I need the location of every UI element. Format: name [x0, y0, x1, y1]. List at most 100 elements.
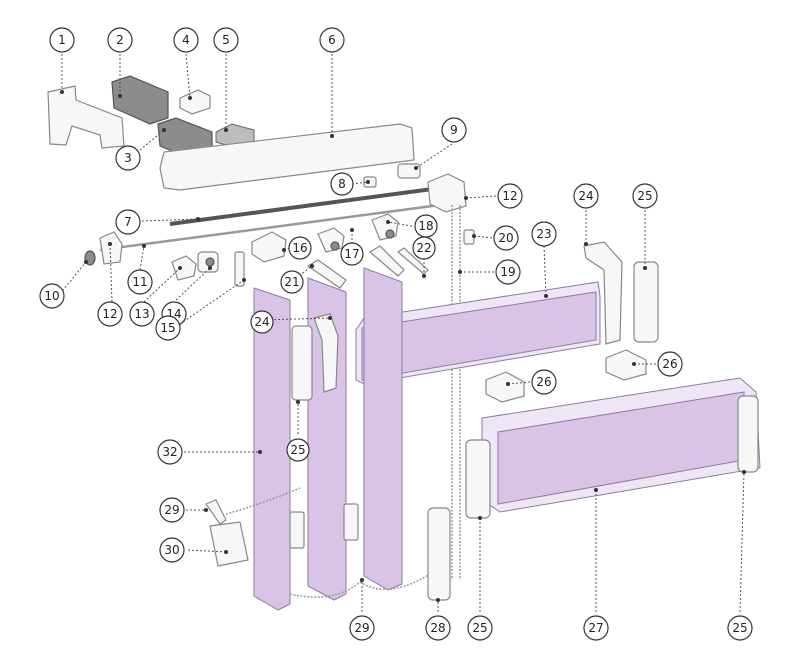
callout-4: 4 [173, 27, 199, 53]
link-part-30 [209, 521, 249, 567]
callout-24-right: 24 [573, 183, 599, 209]
headrail-part-6 [159, 123, 415, 191]
svg-text:13: 13 [134, 307, 149, 321]
rod-part-7 [169, 184, 456, 226]
gearbox-right-12 [427, 173, 467, 213]
svg-text:26: 26 [536, 375, 551, 389]
callout-13: 13 [129, 301, 155, 327]
bracket-part-1 [47, 85, 125, 149]
svg-text:2: 2 [116, 33, 124, 47]
callout-7: 7 [115, 209, 141, 235]
bottom-chain-29b [289, 573, 431, 598]
callout-25-top: 25 [632, 183, 658, 209]
callout-11: 11 [127, 269, 153, 295]
callout-10: 10 [39, 283, 65, 309]
endcap-part-9 [397, 163, 421, 179]
svg-text:12: 12 [102, 307, 117, 321]
svg-text:4: 4 [182, 33, 190, 47]
pull-weight-28 [427, 507, 451, 601]
bead-chain-19 [451, 205, 461, 580]
svg-text:9: 9 [450, 123, 458, 137]
callout-16: 16 [288, 236, 312, 260]
svg-text:25: 25 [472, 621, 487, 635]
svg-text:25: 25 [732, 621, 747, 635]
parts-artwork [47, 75, 761, 611]
shaft-part-11 [99, 203, 441, 252]
bracket-part-2 [111, 75, 169, 125]
hanger-part-24-slat [313, 313, 339, 393]
svg-text:18: 18 [418, 219, 433, 233]
clip-part-13 [171, 255, 197, 281]
svg-text:20: 20 [498, 231, 513, 245]
carrier-part-17 [317, 227, 345, 253]
svg-text:11: 11 [132, 275, 147, 289]
slat-right [363, 267, 403, 591]
callout-20: 20 [493, 225, 519, 251]
bottom-chain-29a [225, 487, 301, 515]
svg-text:32: 32 [162, 445, 177, 459]
clip-part-26-right [605, 349, 647, 381]
svg-text:25: 25 [637, 189, 652, 203]
svg-text:10: 10 [44, 289, 59, 303]
bottom-weight-1 [289, 511, 305, 549]
wheel-hub-14 [205, 257, 215, 267]
svg-text:26: 26 [662, 357, 677, 371]
callout-12-left: 12 [97, 301, 123, 327]
bottom-weight-2 [343, 503, 359, 541]
link-part-29 [205, 499, 227, 525]
callout-25-right: 25 [727, 615, 753, 641]
callout-32: 32 [157, 439, 183, 465]
clip-part-26-left [485, 371, 525, 403]
carrier-hub-18 [385, 229, 395, 239]
callout-26-right: 26 [657, 351, 683, 377]
svg-text:24: 24 [578, 189, 593, 203]
callout-27: 27 [583, 615, 609, 641]
carrier-hub-17 [330, 241, 340, 251]
svg-text:19: 19 [500, 265, 515, 279]
svg-text:27: 27 [588, 621, 603, 635]
weight-part-25-slat [291, 325, 313, 401]
callout-25-left: 25 [467, 615, 493, 641]
svg-text:3: 3 [124, 151, 132, 165]
svg-text:28: 28 [430, 621, 445, 635]
svg-text:29: 29 [354, 621, 369, 635]
svg-text:16: 16 [292, 241, 307, 255]
svg-text:7: 7 [124, 215, 132, 229]
callout-25-slat: 25 [286, 438, 310, 462]
svg-text:1: 1 [58, 33, 66, 47]
callout-22: 22 [412, 236, 436, 260]
svg-text:12: 12 [502, 189, 517, 203]
svg-text:25: 25 [290, 443, 305, 457]
callout-29-bottom: 29 [349, 615, 375, 641]
hook-part-22 [368, 245, 405, 277]
svg-text:5: 5 [222, 33, 230, 47]
hanger-part-15 [234, 251, 245, 287]
svg-text:29: 29 [164, 503, 179, 517]
callout-21: 21 [280, 270, 304, 294]
callout-3: 3 [115, 145, 141, 171]
callout-29-left: 29 [159, 497, 185, 523]
weight-part-25-right [737, 395, 759, 473]
panel-fabric-23 [361, 291, 597, 381]
callout-24-slat: 24 [250, 310, 274, 334]
hanger-part-24-right [583, 241, 623, 345]
callout-2: 2 [107, 27, 133, 53]
callout-12-right: 12 [497, 183, 523, 209]
callout-15: 15 [155, 315, 181, 341]
weight-part-25-left [465, 439, 491, 519]
svg-text:21: 21 [284, 275, 299, 289]
hook-part-21 [306, 259, 347, 289]
end-bracket-left-12 [99, 231, 123, 265]
slat-left-32 [253, 287, 291, 611]
callout-labels: 1 2 3 4 5 6 7 8 9 10 11 12 12 13 14 15 1… [39, 27, 753, 641]
callout-5: 5 [213, 27, 239, 53]
svg-text:17: 17 [344, 247, 359, 261]
carrier-part-16 [251, 231, 287, 263]
svg-text:30: 30 [164, 543, 179, 557]
svg-text:8: 8 [338, 177, 346, 191]
callout-30: 30 [159, 537, 185, 563]
callout-6: 6 [319, 27, 345, 53]
callout-23: 23 [531, 221, 557, 247]
callout-18: 18 [414, 214, 438, 238]
